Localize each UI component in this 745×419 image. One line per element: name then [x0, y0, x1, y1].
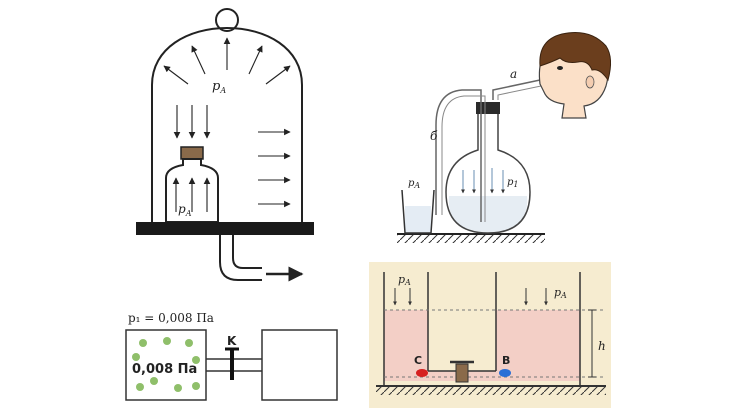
bottle-cork — [180, 146, 204, 160]
flask-arrows — [461, 168, 505, 194]
bottle-up-arrows — [172, 177, 211, 212]
valve-label: K — [227, 334, 237, 348]
vessel-panel: p₁ = 0,008 Па 0,008 Па K — [125, 311, 338, 401]
down-arrows — [173, 105, 211, 139]
point-b — [499, 369, 511, 377]
tube-b — [435, 89, 482, 222]
bell-jar-knob — [215, 8, 239, 32]
right-tank-water — [496, 310, 580, 381]
pressure-label-bottle: pA — [178, 202, 192, 218]
bell-jar-panel: pA pA — [136, 8, 314, 282]
point-c-label: C — [414, 354, 422, 367]
side-arrows — [258, 128, 291, 208]
outlet-pipe-outer — [219, 235, 262, 281]
point-b-label: B — [502, 354, 510, 367]
tank-ground-hatch — [376, 387, 606, 395]
tank-left-pressure-label: pA — [398, 273, 411, 287]
tank-panel: pA pA C B h — [369, 262, 611, 408]
flask-body — [445, 114, 531, 234]
cup — [401, 189, 435, 234]
vessel-inside-pressure: 0,008 Па — [132, 362, 197, 377]
right-vessel — [261, 329, 338, 401]
vessel-p1-text: p₁ = 0,008 Па — [128, 311, 214, 325]
flask-water — [448, 196, 528, 232]
flask-pressure-label: p1 — [507, 177, 519, 189]
height-label: h — [598, 339, 606, 353]
bell-jar-dome — [151, 26, 303, 222]
dome-pressure-arrows — [163, 37, 291, 85]
point-c — [416, 369, 428, 377]
tube-b-label: б — [430, 129, 438, 143]
tank-pressure-arrows — [393, 288, 548, 306]
cup-water — [405, 206, 431, 233]
tank-valve-body[interactable] — [455, 363, 469, 383]
flask-panel: pA б а p1 — [397, 32, 612, 243]
flask-stopper — [476, 102, 500, 114]
gas-molecules — [132, 337, 200, 392]
cup-pressure-label: pA — [408, 178, 420, 190]
tube-a-label: а — [510, 67, 517, 81]
outlet-pipe-inner — [232, 235, 262, 269]
tube-a — [492, 79, 541, 100]
flask-ground-hatch — [397, 235, 545, 243]
tank-right-pressure-label: pA — [554, 286, 567, 300]
boy-illustration — [538, 32, 612, 119]
base-plate — [136, 222, 314, 235]
pressure-label-dome: pA — [212, 79, 226, 95]
